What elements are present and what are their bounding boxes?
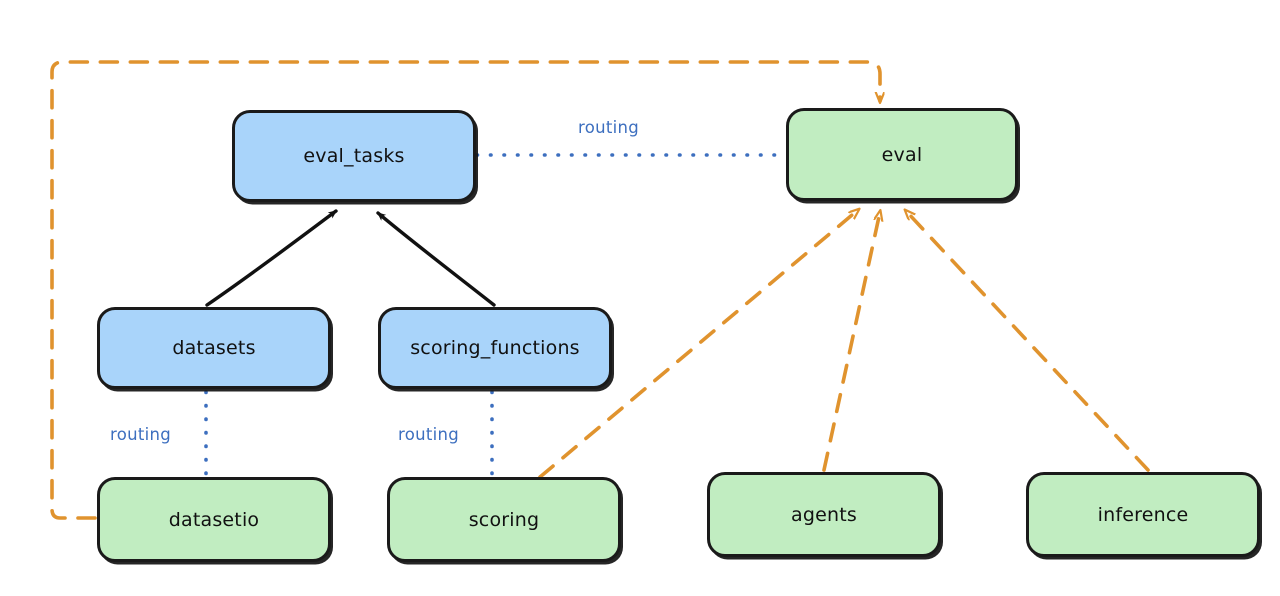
edge-inference-to-eval-dependency <box>906 211 1150 472</box>
node-label: datasetio <box>168 508 260 531</box>
node-label: inference <box>1097 503 1189 526</box>
node-label: agents <box>791 503 857 526</box>
node-scoring-functions[interactable]: scoring_functions <box>378 307 612 389</box>
edge-label-scoring-routing: routing <box>398 425 460 444</box>
node-label: scoring_functions <box>410 337 580 359</box>
edge-agents-to-eval-dependency <box>822 212 880 472</box>
node-inference[interactable]: inference <box>1026 472 1260 557</box>
node-label: eval <box>881 143 923 166</box>
node-label: scoring <box>468 508 540 531</box>
edge-datasets-to-eval-tasks <box>205 209 338 307</box>
node-agents[interactable]: agents <box>707 472 941 557</box>
node-label: datasets <box>172 337 256 359</box>
node-datasetio[interactable]: datasetio <box>97 477 331 562</box>
node-label: eval_tasks <box>303 145 405 167</box>
node-scoring[interactable]: scoring <box>387 477 621 562</box>
edge-label-eval-routing: routing <box>578 118 640 137</box>
edge-label-datasetio-routing: routing <box>110 425 172 444</box>
node-eval[interactable]: eval <box>786 108 1018 201</box>
edge-scoring-functions-to-eval-tasks <box>376 211 496 307</box>
node-datasets[interactable]: datasets <box>97 307 331 389</box>
node-eval-tasks[interactable]: eval_tasks <box>232 110 476 202</box>
